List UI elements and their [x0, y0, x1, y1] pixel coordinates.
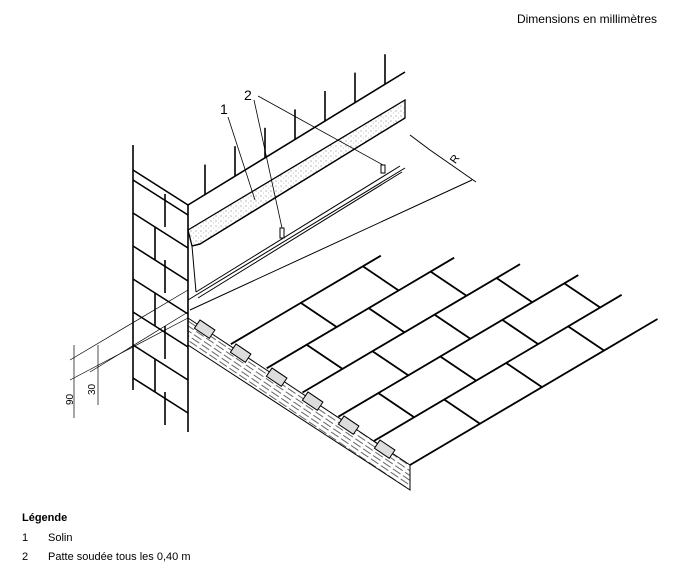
callout-1: 1	[220, 101, 228, 117]
shingle-row-line	[230, 254, 382, 345]
shingle-row-line	[302, 263, 521, 394]
callout-2: 2	[244, 87, 252, 103]
shingle-joint	[433, 313, 471, 340]
shingle-grid	[230, 254, 658, 466]
shingle-row-line	[373, 294, 623, 442]
shingle-row-line	[409, 318, 658, 466]
legend-item: 2 Patte soudée tous les 0,40 m	[22, 551, 191, 563]
flashing	[187, 164, 406, 301]
brick-course	[132, 212, 189, 249]
solin-band	[187, 98, 406, 247]
shingle-joint	[505, 362, 543, 388]
shingle-joint	[443, 398, 481, 425]
batten	[337, 415, 360, 436]
shingle-joint	[306, 343, 344, 370]
legend: Légende 1 Solin 2 Patte soudée tous les …	[22, 512, 190, 570]
shingle-joint	[495, 277, 533, 303]
welded-tab	[380, 164, 386, 174]
batten	[193, 319, 216, 340]
shingle-joint	[362, 265, 400, 292]
dimensions-note: Dimensions en millimètres	[516, 12, 657, 26]
legend-title: Légende	[22, 512, 68, 524]
roof-flashing-drawing: R 1 2 90 30	[65, 54, 658, 491]
shingle-row-line	[266, 256, 455, 370]
legend-item: 1 Solin	[22, 532, 73, 544]
shingle-joint	[371, 350, 409, 377]
batten	[301, 391, 324, 412]
brick-course	[132, 344, 189, 381]
rafter	[187, 317, 411, 491]
shingle-joint	[567, 325, 605, 352]
shingle-joint	[430, 270, 468, 297]
welded-tab	[279, 227, 285, 239]
shingle-joint	[368, 307, 406, 334]
shingle-joint	[300, 302, 338, 328]
shingle-joint	[439, 355, 477, 382]
shingle-row-line	[337, 274, 579, 418]
dimension-90: 90	[65, 393, 76, 405]
brick-course	[132, 377, 189, 414]
brick-course	[132, 245, 189, 282]
dimension-30: 30	[87, 383, 98, 395]
brick-course	[132, 179, 189, 216]
brick-course	[132, 311, 189, 348]
batten	[229, 343, 252, 364]
batten	[373, 439, 396, 460]
shingle-joint	[377, 392, 415, 418]
shingle-joint	[501, 319, 539, 345]
brick-course	[132, 278, 189, 315]
shingle-joint	[563, 282, 601, 309]
batten	[265, 367, 288, 388]
